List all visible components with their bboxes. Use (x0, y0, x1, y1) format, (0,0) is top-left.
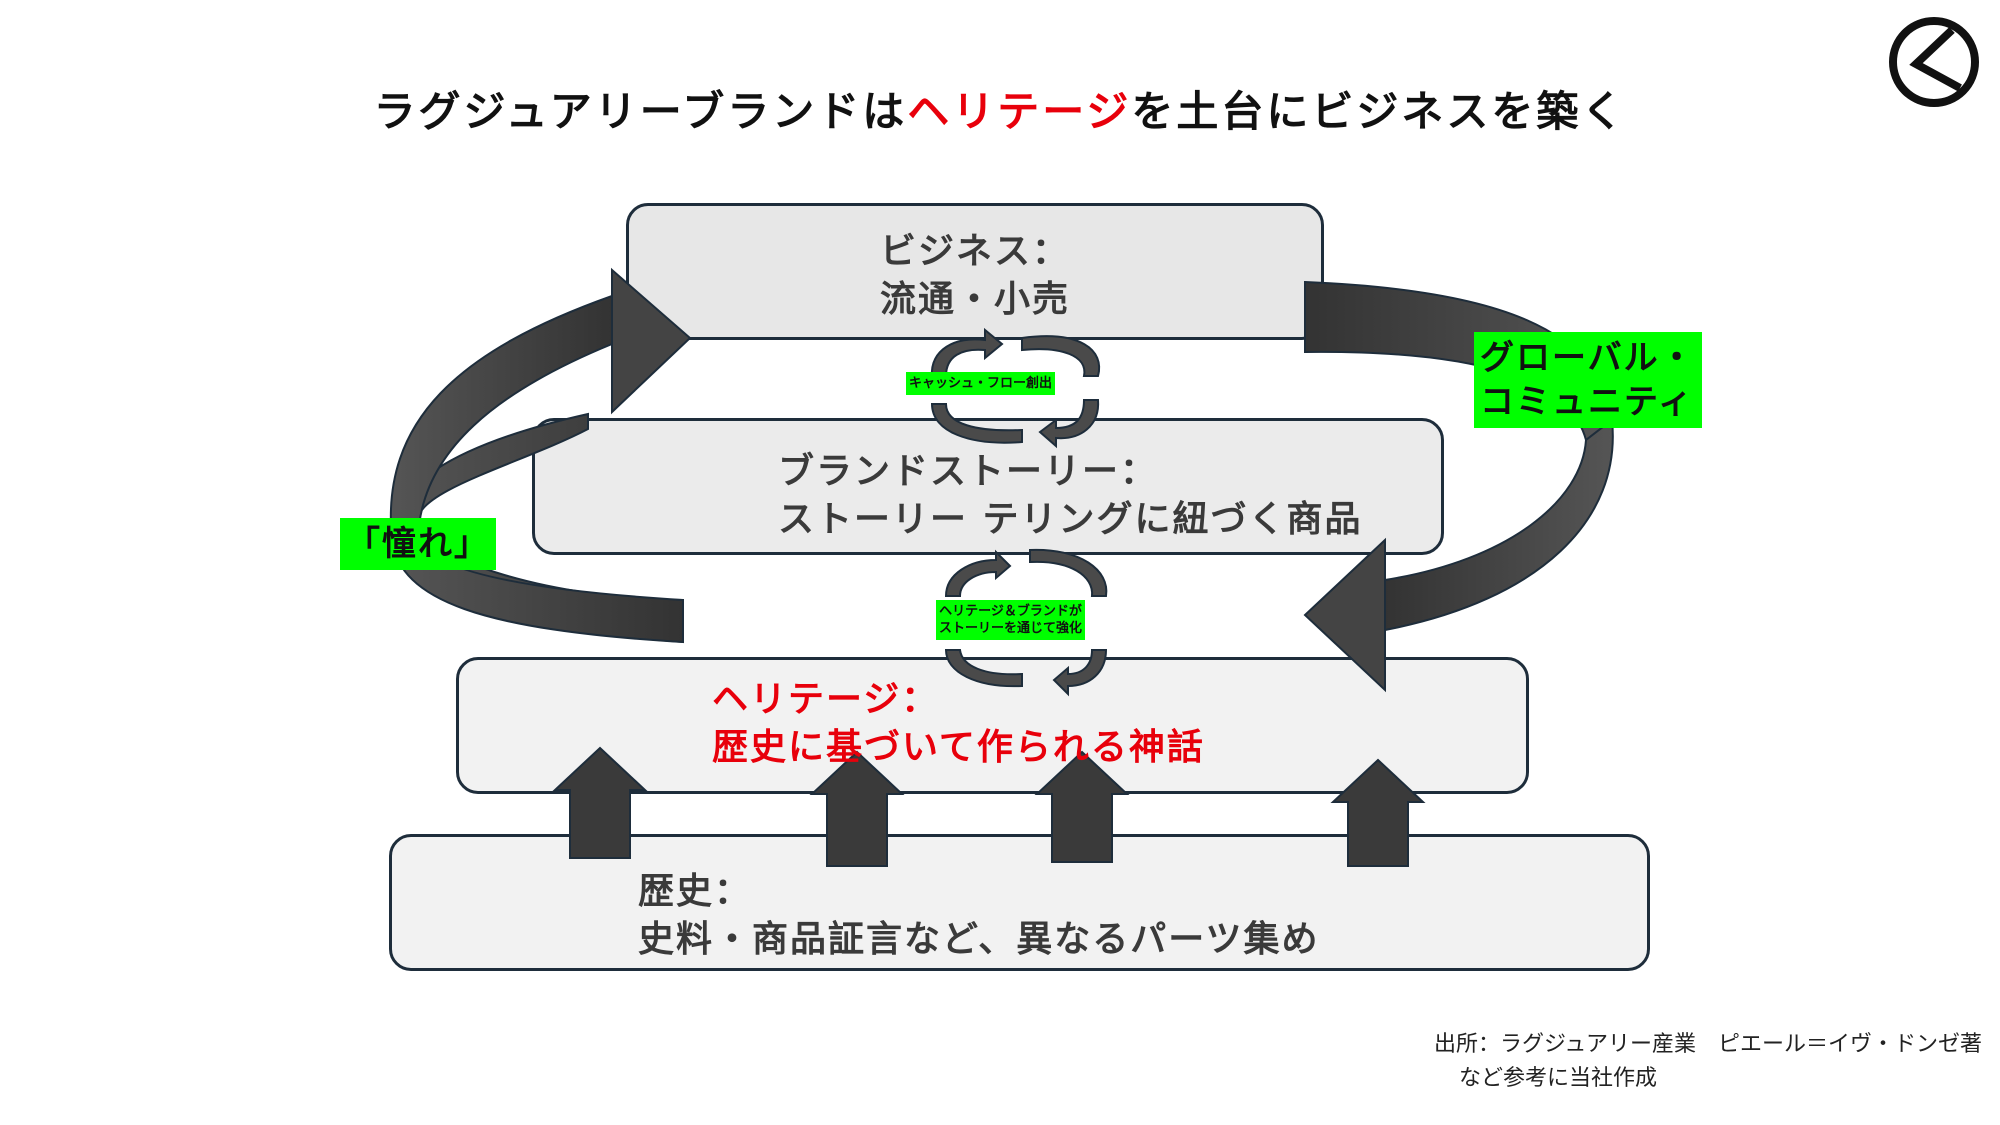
cycle2-top-right (1029, 548, 1108, 597)
global-community-line2: コミュニティ (1480, 382, 1694, 422)
source-line2: など参考に当社作成 (1458, 1066, 1657, 1091)
cycle1-top-left (930, 327, 1004, 377)
up-arrows (552, 746, 1426, 867)
source-line1: 出所：ラグジュアリー産業 ピエール＝イヴ・ドンゼ著 (1433, 1032, 1982, 1057)
up-arrow-1 (552, 746, 648, 859)
heritage-line2: 歴史に基づいて作られる神話 (712, 727, 1205, 768)
cycle1-top-right (1021, 335, 1101, 377)
title-prefix: ラグジュアリーブランドは (373, 87, 908, 136)
history-line2: 史料・商品証言など、異なるパーツ集め (638, 919, 1320, 960)
cashflow-label: キャッシュ・フロー創出 (906, 372, 1056, 395)
source-note: 出所：ラグジュアリー産業 ピエール＝イヴ・ドンゼ著 など参考に当社作成 (1434, 1028, 1982, 1096)
up-arrow-2 (809, 750, 905, 867)
business-box (626, 203, 1324, 340)
brand-story-line2: ストーリー テリングに紐づく商品 (778, 499, 1363, 540)
reinforce-cycle (944, 548, 1108, 697)
brand-story-line1: ブランドストーリー： (778, 451, 1159, 492)
history-line1: 歴史： (638, 871, 753, 912)
up-arrow-3 (1034, 750, 1130, 863)
business-line2: 流通・小売 (879, 279, 1070, 320)
cashflow-cycle (930, 327, 1101, 449)
cycle2-bottom-right (1052, 649, 1108, 697)
right-curved-arrow-shaft (1384, 418, 1614, 632)
title-suffix: を土台にビジネスを築く (1131, 87, 1627, 136)
cycle1-bottom-left (930, 403, 1023, 444)
cycle2-top-left (944, 549, 1012, 597)
up-arrow-4 (1330, 758, 1426, 867)
global-community-label: グローバル・ コミュニティ (1474, 332, 1702, 428)
brand-story-text: ブランドストーリー： ストーリー テリングに紐づく商品 (778, 448, 1363, 544)
brand-logo (1889, 17, 1979, 107)
reinforce-label: ヘリテージ＆ブランドが ストーリーを通じて強化 (936, 600, 1086, 640)
cycle1-bottom-right (1038, 399, 1100, 449)
business-line1: ビジネス： (879, 231, 1070, 272)
business-text: ビジネス： 流通・小売 (626, 228, 1324, 324)
global-community-line1: グローバル・ (1480, 338, 1696, 378)
left-arrow-head (611, 267, 692, 415)
heritage-line1: ヘリテージ： (712, 679, 940, 720)
longing-label: 「憧れ」 (340, 518, 496, 570)
cycle2-bottom-left (944, 649, 1023, 688)
reinforce-line1: ヘリテージ＆ブランドが (939, 604, 1082, 619)
page-title: ラグジュアリーブランドはヘリテージを土台にビジネスを築く (0, 78, 2000, 139)
title-accent: ヘリテージ (907, 87, 1132, 136)
right-arrow-head (1303, 537, 1386, 693)
history-text: 歴史： 史料・商品証言など、異なるパーツ集め (638, 868, 1319, 964)
heritage-text: ヘリテージ： 歴史に基づいて作られる神話 (712, 676, 1205, 772)
reinforce-line2: ストーリーを通じて強化 (939, 621, 1083, 636)
